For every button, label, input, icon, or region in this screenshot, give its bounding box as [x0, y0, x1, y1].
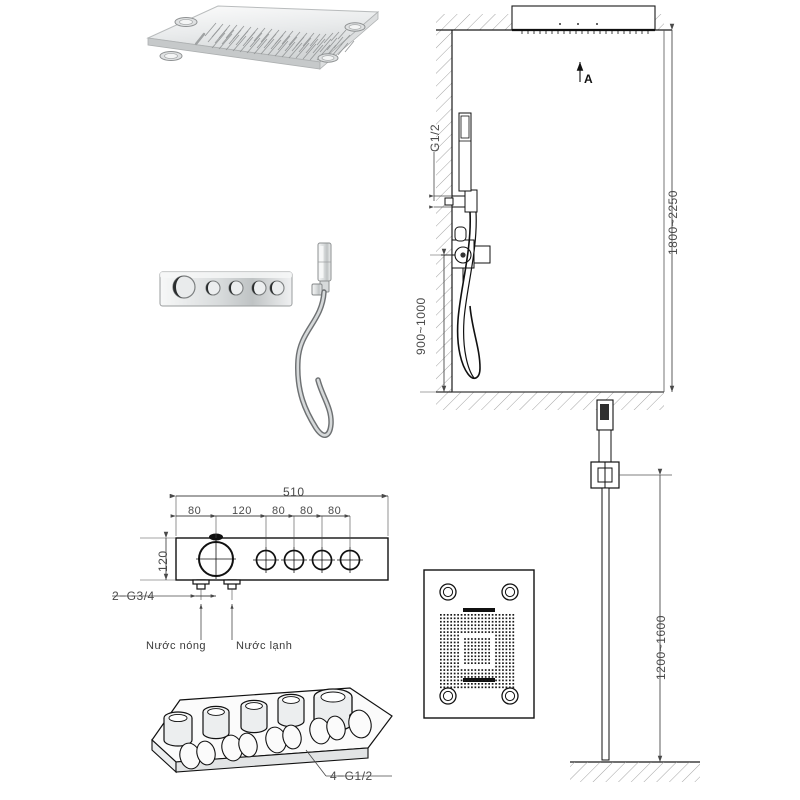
- dim-body-height: 120: [156, 550, 170, 572]
- ceiling-showerhead-perspective: [146, 5, 380, 70]
- hand-shower-perspective: [295, 242, 334, 438]
- dim-hand-shower-height: 1200~1600: [654, 615, 668, 680]
- cold-water-label: Nước lạnh: [236, 640, 293, 652]
- hot-water-label: Nước nóng: [146, 640, 207, 652]
- hose-thread-label: G1/2: [428, 123, 442, 152]
- wall-elevation-view: [436, 5, 672, 410]
- outlet-port: [253, 547, 363, 573]
- body-jet-front-view: [423, 569, 535, 719]
- control-knob: [172, 275, 285, 299]
- dim-segment-1: 80: [188, 505, 202, 517]
- outlet-thread-label: 4−G1/2: [330, 769, 373, 783]
- valve-front-view: [112, 493, 389, 640]
- elevation-dimension-lines: [420, 23, 675, 762]
- valve-isometric-view: [151, 687, 393, 777]
- dim-segment-2: 120: [232, 505, 252, 517]
- hand-shower-holder-elevation: [570, 399, 700, 782]
- dim-overall-width: 510: [283, 485, 305, 499]
- dim-valve-height: 900~1000: [414, 297, 428, 355]
- dim-segment-3: 80: [272, 505, 286, 517]
- dim-segment-5: 80: [328, 505, 342, 517]
- dim-ceiling-height: 1800~2250: [666, 190, 680, 255]
- dim-segment-4: 80: [300, 505, 314, 517]
- inlet-thread-label: 2−G3/4: [112, 589, 155, 603]
- led-bezel: [159, 17, 366, 63]
- section-marker-a: A: [584, 72, 594, 86]
- control-panel-perspective: [159, 271, 293, 307]
